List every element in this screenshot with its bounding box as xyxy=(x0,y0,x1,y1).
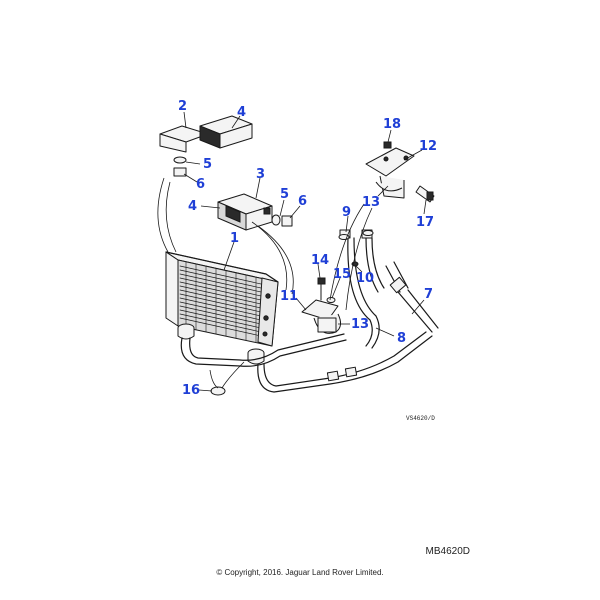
washers-and-nuts xyxy=(173,156,293,227)
callout-6-lower: 6 xyxy=(298,194,307,209)
callout-10: 10 xyxy=(356,271,374,286)
drawing-reference: VS4620/D xyxy=(406,415,435,422)
callout-5: 5 xyxy=(203,157,212,172)
callout-13-lower: 13 xyxy=(351,317,369,332)
callout-5-lower: 5 xyxy=(280,187,289,202)
callout-2: 2 xyxy=(178,99,187,114)
mounting-bracket-upper xyxy=(159,115,253,153)
bolt xyxy=(317,277,336,303)
cooler-fittings xyxy=(177,323,265,365)
connector xyxy=(415,185,435,203)
callout-8: 8 xyxy=(397,331,406,346)
callout-16: 16 xyxy=(182,383,200,398)
callout-17: 17 xyxy=(416,215,434,230)
clip xyxy=(383,141,392,149)
leader-lines xyxy=(183,111,427,392)
copyright-notice: © Copyright, 2016. Jaguar Land Rover Lim… xyxy=(216,568,384,577)
o-ring xyxy=(210,386,226,396)
callout-7: 7 xyxy=(424,287,433,302)
callout-3: 3 xyxy=(256,167,265,182)
pipe-clamp-lower xyxy=(301,299,342,334)
catalog-code: MB4620D xyxy=(425,546,470,557)
callout-6: 6 xyxy=(196,177,205,192)
callout-15: 15 xyxy=(333,267,351,282)
pipe-clamp-upper xyxy=(365,147,415,199)
assembly-lines xyxy=(157,177,373,389)
callout-1: 1 xyxy=(230,231,239,246)
callout-12: 12 xyxy=(419,139,437,154)
callout-13: 13 xyxy=(362,195,380,210)
oil-cooler xyxy=(165,251,279,347)
callout-4: 4 xyxy=(237,105,246,120)
callout-4-lower: 4 xyxy=(188,199,197,214)
callout-9: 9 xyxy=(342,205,351,220)
mounting-box-middle xyxy=(217,193,273,231)
callout-11: 11 xyxy=(280,289,298,304)
callout-14: 14 xyxy=(311,253,329,268)
callout-labels: 2 4 5 6 3 4 5 6 1 18 12 13 17 9 14 15 10… xyxy=(178,99,437,398)
callout-18: 18 xyxy=(383,117,401,132)
